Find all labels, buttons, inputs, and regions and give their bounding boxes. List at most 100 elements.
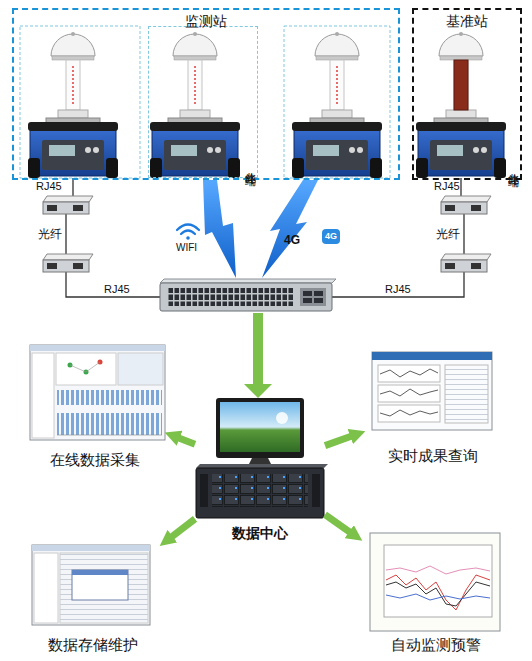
- data-center-illustration: [312, 474, 320, 507]
- software-module: 数据存储维护: [25, 540, 160, 655]
- data-center-illustration: [216, 398, 304, 458]
- screenshot-query: [378, 385, 440, 402]
- reference-device: [416, 32, 506, 178]
- flow-arrow: [178, 438, 195, 444]
- flow-arrow: [325, 515, 351, 533]
- screenshot-query: [372, 352, 492, 430]
- link-label: 4G: [284, 234, 300, 246]
- link-label: RJ45: [385, 284, 411, 295]
- screenshot-storage: [60, 553, 148, 623]
- wifi-icon: [186, 236, 190, 240]
- link-label: RJ45: [104, 284, 130, 295]
- gnss-device: [150, 32, 240, 178]
- node-label: 自动监测预警: [362, 636, 510, 655]
- fiber-converter: [441, 196, 491, 214]
- screenshot-query: [372, 352, 492, 430]
- screenshot-query: [380, 410, 438, 416]
- screenshot-storage: [32, 545, 150, 625]
- screenshot-warning: [386, 575, 490, 610]
- wifi-icon: [177, 225, 199, 231]
- fiber-converter: [441, 254, 491, 272]
- flow-arrow: [244, 313, 272, 398]
- group-title: 监测站: [14, 13, 398, 31]
- device-label: 北斗终端: [245, 163, 256, 167]
- data-center-illustration: [200, 474, 208, 507]
- network-switch: [160, 279, 336, 283]
- inner-station-frame: [20, 26, 390, 178]
- fiber-converter: [43, 196, 93, 214]
- node-label: 数据存储维护: [25, 636, 160, 655]
- wifi-icon: [181, 231, 195, 235]
- screenshot-storage: [72, 570, 128, 600]
- device-frame: 北斗终端: [416, 26, 520, 178]
- gnss-device: [28, 32, 118, 178]
- data-center: 数据中心: [195, 395, 325, 543]
- screenshot-warning: [370, 533, 500, 631]
- wired-link: [66, 178, 464, 297]
- network-switch: [160, 283, 332, 311]
- fiber-converter: [43, 254, 93, 272]
- inner-station-frame: [284, 26, 390, 178]
- station-group: 北斗终端 监测站: [12, 8, 400, 180]
- wireless-bolt: [203, 180, 318, 278]
- device-frame: 北斗终端: [148, 26, 258, 178]
- network-switch: [168, 288, 294, 306]
- screenshot-collection: [30, 345, 165, 440]
- network-switch: [160, 279, 336, 311]
- network-switch: [314, 291, 323, 296]
- screenshot-storage: [32, 545, 150, 551]
- wireless-bolt: [203, 180, 236, 278]
- screenshot-query: [380, 389, 438, 396]
- screenshot-query: [378, 405, 440, 422]
- software-module: 在线数据采集: [25, 342, 165, 470]
- inner-station-frame: [20, 26, 140, 178]
- network-switch: [303, 291, 312, 296]
- data-center-illustration: [276, 412, 288, 424]
- device-label: 北斗终端: [508, 164, 519, 168]
- software-module: 自动监测预警: [362, 530, 510, 655]
- screenshot-collection: [30, 345, 165, 440]
- screenshot-storage: [72, 570, 128, 575]
- data-center-illustration: [196, 398, 328, 518]
- data-center-illustration: [212, 474, 308, 507]
- software-module: 实时成果查询: [365, 348, 500, 466]
- flow-arrow: [325, 436, 352, 446]
- screenshot-query: [378, 365, 440, 382]
- group-title: 基准站: [414, 13, 520, 31]
- network-logo: 4G: [322, 229, 340, 244]
- screenshot-collection: [118, 353, 163, 385]
- screenshot-warning: [384, 545, 492, 617]
- screenshot-query: [380, 369, 438, 377]
- link-label: RJ45: [434, 181, 460, 192]
- screenshot-warning: [386, 582, 490, 606]
- network-switch: [300, 288, 326, 306]
- screenshot-collection: [56, 353, 116, 385]
- wired-link: [332, 178, 464, 297]
- station-group: 北斗终端 基准站: [412, 8, 522, 180]
- reference-device: [454, 60, 468, 110]
- screenshot-warning: [386, 594, 490, 600]
- link-label: 光纤: [38, 228, 62, 240]
- node-label: 在线数据采集: [25, 451, 165, 470]
- screenshot-collection: [57, 435, 162, 436]
- wireless-bolt: [262, 180, 318, 278]
- node-label: 实时成果查询: [365, 447, 500, 466]
- reference-device: [416, 32, 506, 178]
- screenshot-warning: [386, 566, 490, 574]
- gnss-device: [292, 32, 382, 178]
- network-switch: [314, 298, 323, 303]
- screenshot-storage: [32, 545, 150, 625]
- screenshot-collection: [70, 362, 100, 372]
- link-label: WIFI: [176, 243, 197, 253]
- wifi-icon: [177, 225, 199, 240]
- screenshot-collection: [32, 353, 54, 438]
- screenshot-warning: [370, 533, 500, 631]
- network-switch: [303, 298, 312, 303]
- screenshot-query: [372, 352, 492, 360]
- link-label: RJ45: [36, 181, 62, 192]
- node-label: 数据中心: [195, 525, 325, 543]
- flow-arrow: [171, 519, 195, 537]
- screenshot-query: [445, 365, 488, 423]
